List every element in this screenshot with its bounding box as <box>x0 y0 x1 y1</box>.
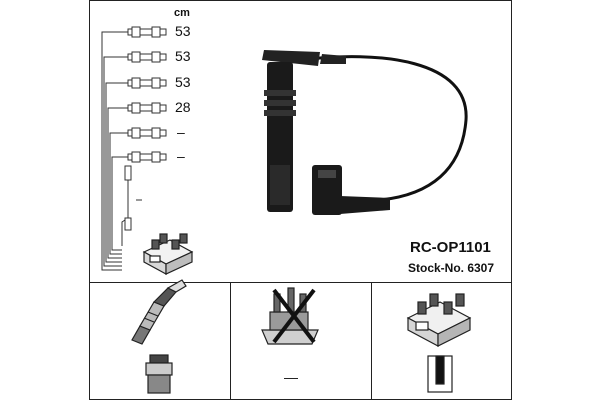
wire-length-1: 53 <box>175 23 191 39</box>
set-code: RC-OP1101 <box>410 239 491 256</box>
wire-length-6: – <box>177 148 185 164</box>
not-applicable-cross-icon <box>272 288 316 344</box>
wire-length-5: – <box>177 124 185 140</box>
small-coil-icon <box>142 233 194 276</box>
stock-number: Stock-No. 6307 <box>408 261 494 275</box>
wire-length-2: 53 <box>175 48 191 64</box>
coil-lead-connector <box>124 165 142 231</box>
ignition-coil-icon <box>406 293 472 347</box>
spark-plug-icon <box>131 279 187 345</box>
wire-length-4: 28 <box>175 99 191 115</box>
terminal-connector-icon <box>145 354 173 394</box>
no-part-mark: — <box>284 369 298 385</box>
wire-bundle <box>101 31 129 271</box>
wire-length-3: 53 <box>175 74 191 90</box>
wire-row-2: 53 <box>127 48 191 64</box>
wire-row-6: – <box>127 148 185 164</box>
coil-terminal-icon <box>427 355 453 393</box>
wire-row-4: 28 <box>127 99 191 115</box>
wire-row-1: 53 <box>127 23 191 39</box>
wire-row-5: – <box>127 124 185 140</box>
wire-row-3: 53 <box>127 74 191 90</box>
unit-label: cm <box>174 7 190 19</box>
ignition-cable-illustration <box>262 50 468 215</box>
